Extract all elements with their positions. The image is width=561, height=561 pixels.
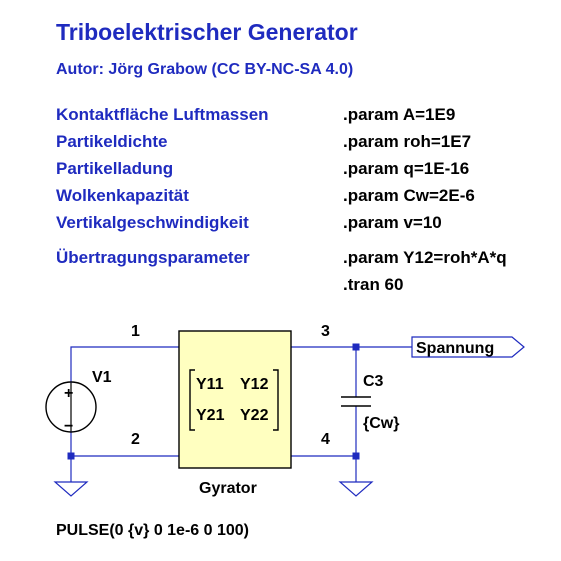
pulse-spec: PULSE(0 {v} 0 1e-6 0 100): [56, 522, 249, 539]
param-label-area: Kontaktfläche Luftmassen: [56, 105, 269, 124]
matrix-y22: Y22: [240, 407, 269, 424]
ground-left-icon: [53, 481, 89, 497]
matrix-y11: Y11: [196, 376, 224, 393]
param-value-velocity: .param v=10: [343, 213, 442, 232]
junction-dot-top: [352, 343, 360, 351]
gyrator-block[interactable]: Y11 Y12 Y21 Y22: [178, 330, 292, 469]
matrix-left-bracket: [189, 369, 195, 431]
param-value-charge: .param q=1E-16: [343, 159, 469, 178]
wire-node-1: [70, 346, 179, 383]
junction-dot-left: [67, 452, 75, 460]
voltage-source-v1[interactable]: + −: [45, 381, 97, 435]
gyrator-box: [178, 330, 292, 469]
gyrator-name: Gyrator: [199, 480, 257, 497]
node-label-4: 4: [321, 431, 330, 448]
param-label-density: Partikeldichte: [56, 132, 168, 151]
output-label-arrow-icon: [411, 336, 525, 358]
node-label-2: 2: [131, 431, 140, 448]
voltage-source-circle: [45, 381, 97, 433]
matrix-y12: Y12: [240, 376, 269, 393]
param-label-transfer: Übertragungsparameter: [56, 248, 250, 267]
source-name: V1: [92, 369, 112, 386]
node-label-1: 1: [131, 323, 140, 340]
capacitor-c3[interactable]: [341, 396, 371, 407]
param-value-capacity: .param Cw=2E-6: [343, 186, 475, 205]
capacitor-name: C3: [363, 373, 384, 390]
ground-right-icon: [338, 481, 374, 497]
node-label-3: 3: [321, 323, 330, 340]
param-label-capacity: Wolkenkapazität: [56, 186, 189, 205]
param-value-density: .param roh=1E7: [343, 132, 471, 151]
param-value-area: .param A=1E9: [343, 105, 455, 124]
page-title: Triboelektrischer Generator: [56, 19, 358, 45]
matrix-right-bracket: [273, 369, 279, 431]
param-value-transfer: .param Y12=roh*A*q: [343, 248, 507, 267]
plus-sign-icon: +: [64, 385, 73, 402]
wires: [70, 346, 412, 482]
tran-directive: .tran 60: [343, 275, 403, 294]
matrix-y21: Y21: [196, 407, 225, 424]
output-label[interactable]: Spannung: [411, 336, 525, 358]
param-label-velocity: Vertikalgeschwindigkeit: [56, 213, 249, 232]
minus-sign-icon: −: [64, 418, 73, 435]
wire-node-2: [70, 431, 179, 457]
param-label-charge: Partikelladung: [56, 159, 173, 178]
junction-dot-bottom: [352, 452, 360, 460]
author-line: Autor: Jörg Grabow (CC BY-NC-SA 4.0): [56, 61, 353, 78]
capacitor-value: {Cw}: [363, 415, 399, 432]
output-label-text: Spannung: [416, 340, 494, 357]
